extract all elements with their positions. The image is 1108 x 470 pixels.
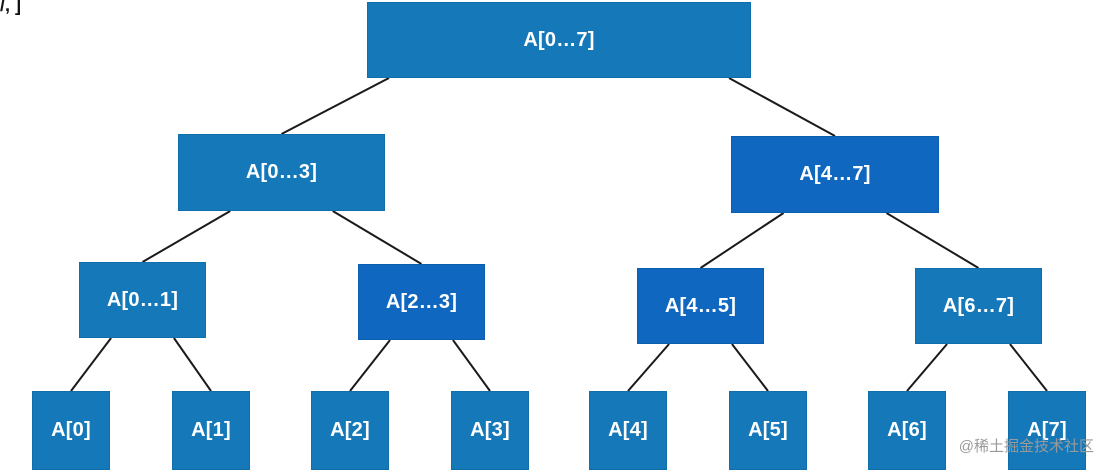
tree-node-label: A[0…7] <box>523 28 595 51</box>
tree-node-label: A[0…3] <box>245 161 318 183</box>
tree-node-n4: A[4] <box>589 391 667 470</box>
watermark: @稀土掘金技术社区 <box>958 438 1094 455</box>
tree-node-label: A[3] <box>470 419 510 441</box>
tree-node-label: A[7] <box>1027 419 1067 441</box>
tree-node-n01: A[0…1] <box>79 262 206 338</box>
tree-node-n6: A[6] <box>868 391 946 470</box>
tree-node-label: A[0…1] <box>106 288 179 311</box>
tree-edge-n47-n45 <box>699 212 785 269</box>
tree-edge-n67-n6 <box>906 343 948 392</box>
tree-node-n5: A[5] <box>729 391 807 470</box>
tree-edge-n23-n2 <box>349 339 391 392</box>
tree-node-label: A[4…7] <box>799 163 871 185</box>
tree-node-label: A[5] <box>748 419 788 441</box>
tree-node-n7: A[7] <box>1008 391 1086 470</box>
tree-edge-n01-n1 <box>173 337 212 392</box>
tree-node-n45: A[4…5] <box>637 268 764 344</box>
tree-node-label: A[0] <box>51 419 91 441</box>
tree-edge-n47-n67 <box>885 212 980 269</box>
tree-edge-n67-n7 <box>1009 343 1048 392</box>
tree-node-n2: A[2] <box>311 391 389 470</box>
tree-node-label: A[2…3] <box>385 290 458 313</box>
tree-edge-n45-n4 <box>627 343 670 392</box>
tree-node-n07: A[0…7] <box>367 2 751 78</box>
tree-node-n47: A[4…7] <box>731 136 939 213</box>
tree-node-n23: A[2…3] <box>358 264 485 340</box>
tree-edge-n45-n5 <box>731 343 769 392</box>
tree-node-label: A[6] <box>887 419 927 441</box>
tree-node-label: A[4…5] <box>664 294 737 317</box>
tree-node-n3: A[3] <box>451 391 529 470</box>
tree-node-n67: A[6…7] <box>915 268 1042 344</box>
tree-edge-n03-n01 <box>141 210 231 263</box>
tree-node-label: A[2] <box>330 419 370 441</box>
tree-edge-n01-n0 <box>70 337 112 392</box>
tree-node-n1: A[1] <box>172 391 250 470</box>
tree-edge-n07-n47 <box>728 77 836 137</box>
tree-node-label: A[4] <box>608 419 648 441</box>
tree-edge-n03-n23 <box>332 210 423 265</box>
tree-edge-n23-n3 <box>452 339 491 392</box>
tree-edge-n07-n03 <box>281 77 390 135</box>
tree-node-n0: A[0] <box>32 391 110 470</box>
tree-node-label: A[1] <box>191 419 231 441</box>
tree-node-label: A[6…7] <box>942 294 1015 317</box>
tree-node-n03: A[0…3] <box>178 134 385 211</box>
